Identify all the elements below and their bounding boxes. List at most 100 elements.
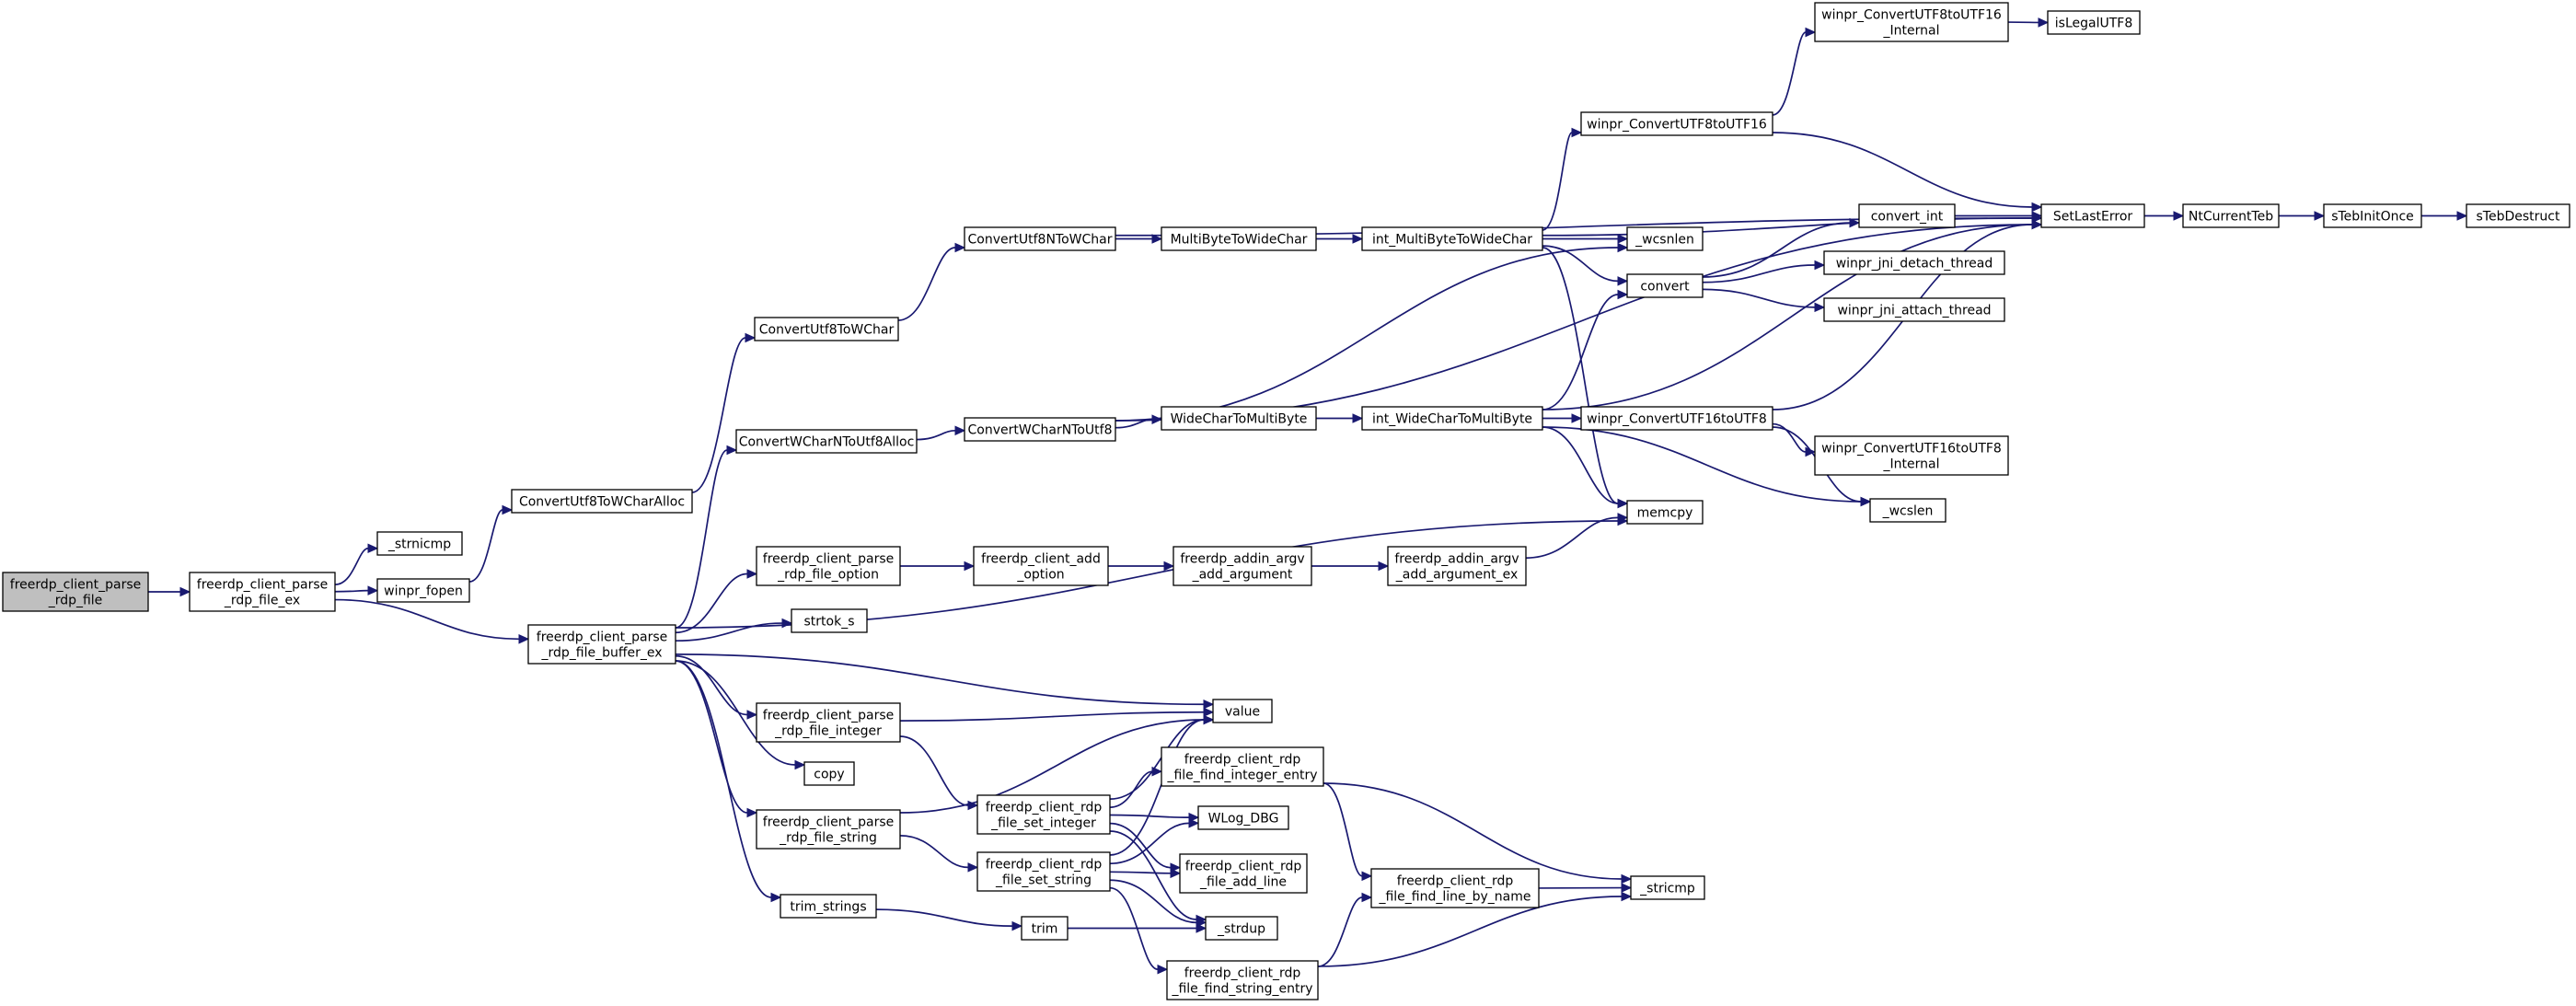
graph-node-add-line[interactable]: freerdp_client_rdp_file_add_line xyxy=(1179,853,1308,894)
node-label: freerdp_client_rdp xyxy=(986,801,1103,815)
graph-node-int-mb2wc[interactable]: int_MultiByteToWideChar xyxy=(1361,226,1543,251)
node-label: _file_set_integer xyxy=(990,816,1096,831)
node-label: winpr_ConvertUTF16toUTF8 xyxy=(1587,412,1767,427)
graph-node-file-option[interactable]: freerdp_client_parse_rdp_file_option xyxy=(756,546,901,586)
node-label: isLegalUTF8 xyxy=(2055,17,2132,31)
edge-line xyxy=(1109,719,1205,856)
node-label: freerdp_client_add xyxy=(981,552,1101,567)
graph-node-find-str-entry[interactable]: freerdp_client_rdp_file_find_string_entr… xyxy=(1166,960,1319,1000)
edge-wc2mb-to-int_wc2mb xyxy=(1315,413,1364,423)
graph-node-setlasterror[interactable]: SetLastError xyxy=(2040,203,2145,228)
graph-node-wc2mb[interactable]: WideCharToMultiByte xyxy=(1161,406,1317,431)
node-label: winpr_ConvertUTF8toUTF16 xyxy=(1587,118,1767,133)
node-box xyxy=(1823,297,2005,322)
graph-node-strnicmp[interactable]: _strnicmp xyxy=(376,531,463,556)
edge-line xyxy=(1542,245,1619,283)
graph-node-c168[interactable]: winpr_ConvertUTF16toUTF8 xyxy=(1580,406,1773,431)
graph-node-file-string[interactable]: freerdp_client_parse_rdp_file_string xyxy=(756,809,901,850)
graph-node-set-string[interactable]: freerdp_client_rdp_file_set_string xyxy=(976,851,1111,892)
node-box xyxy=(511,489,693,514)
graph-node-wlog-dbg[interactable]: WLog_DBG xyxy=(1197,805,1289,830)
graph-node-find-int-entry[interactable]: freerdp_client_rdp_file_find_integer_ent… xyxy=(1161,746,1324,787)
edge-line xyxy=(1323,782,1363,877)
graph-node-add-option[interactable]: freerdp_client_add_option xyxy=(973,546,1109,586)
edge-find_int_entry-to-find_line xyxy=(1323,782,1373,882)
node-label: trim xyxy=(1032,922,1058,937)
graph-node-u8towc[interactable]: ConvertUtf8ToWChar xyxy=(754,317,899,341)
edge-buffer_ex-to-strtok xyxy=(675,618,793,642)
edge-line xyxy=(899,835,969,869)
graph-node-buffer-ex[interactable]: freerdp_client_parse_rdp_file_buffer_ex xyxy=(527,624,676,665)
graph-node-value[interactable]: value xyxy=(1212,699,1273,723)
edge-setlasterror-to-ntcurrentteb xyxy=(2144,211,2185,221)
node-box xyxy=(780,894,877,919)
graph-node-find-line[interactable]: freerdp_client_rdp_file_find_line_by_nam… xyxy=(1370,868,1540,908)
edge-int_mb2wc-to-c816 xyxy=(1542,127,1583,231)
graph-node-addin-add[interactable]: freerdp_addin_argv_add_argument xyxy=(1172,546,1312,586)
node-label: _add_argument_ex xyxy=(1395,568,1518,583)
edge-line xyxy=(1525,516,1619,560)
edge-set_string-to-wlog_dbg xyxy=(1109,818,1200,865)
graph-node-islegal[interactable]: isLegalUTF8 xyxy=(2047,10,2141,35)
graph-node-trim-strings[interactable]: trim_strings xyxy=(780,894,877,919)
node-label: copy xyxy=(814,768,844,782)
edge-line xyxy=(1542,294,1619,410)
graph-node-ntcurrentteb[interactable]: NtCurrentTeb xyxy=(2182,203,2280,228)
graph-node-strdup[interactable]: _strdup xyxy=(1205,916,1278,941)
graph-node-fopen[interactable]: winpr_fopen xyxy=(376,578,470,603)
node-box xyxy=(1212,699,1273,723)
graph-node-stricmp[interactable]: _stricmp xyxy=(1630,875,1705,900)
node-box xyxy=(1179,853,1308,894)
graph-node-c168i[interactable]: winpr_ConvertUTF16toUTF8_Internal xyxy=(1814,435,2009,476)
graph-node-c816i[interactable]: winpr_ConvertUTF8toUTF16_Internal xyxy=(1814,2,2009,42)
edge-find_int_entry-to-stricmp xyxy=(1323,782,1633,885)
edge-set_integer-to-wlog_dbg xyxy=(1109,812,1200,823)
node-label: _file_set_string xyxy=(995,873,1092,888)
graph-node-steb-destruct[interactable]: sTebDestruct xyxy=(2466,203,2570,228)
node-label: value xyxy=(1225,705,1260,720)
node-box xyxy=(2040,203,2145,228)
graph-node-trim[interactable]: trim xyxy=(1021,916,1069,941)
graph-node-u8towcalloc[interactable]: ConvertUtf8ToWCharAlloc xyxy=(511,489,693,514)
graph-node-u8ntowc[interactable]: ConvertUtf8NToWChar xyxy=(964,226,1116,251)
edge-add_option-to-addin_add xyxy=(1107,561,1175,572)
graph-node-int-wc2mb[interactable]: int_WideCharToMultiByte xyxy=(1361,406,1543,431)
node-label: _strnicmp xyxy=(387,538,451,552)
graph-node-file-ex[interactable]: freerdp_client_parse_rdp_file_ex xyxy=(189,572,336,612)
graph-node-c816[interactable]: winpr_ConvertUTF8toUTF16 xyxy=(1580,111,1773,136)
graph-node-wcntou8[interactable]: ConvertWCharNToUtf8 xyxy=(964,417,1116,442)
graph-node-set-integer[interactable]: freerdp_client_rdp_file_set_integer xyxy=(976,794,1111,835)
graph-node-addin-add-ex[interactable]: freerdp_addin_argv_add_argument_ex xyxy=(1387,546,1527,586)
node-label: ConvertUtf8NToWChar xyxy=(968,233,1113,248)
edge-arrowhead xyxy=(746,569,758,579)
edge-c816-to-setlasterror xyxy=(1772,132,2043,213)
graph-node-wcslen[interactable]: _wcslen xyxy=(1869,498,1946,523)
edge-buffer_ex-to-trim_strings xyxy=(675,660,782,903)
edge-arrowhead xyxy=(1571,413,1583,423)
graph-node-steb-init[interactable]: sTebInitOnce xyxy=(2323,203,2422,228)
node-box xyxy=(376,531,463,556)
graph-node-memcpy[interactable]: memcpy xyxy=(1626,500,1704,525)
graph-node-convert[interactable]: convert xyxy=(1626,273,1704,298)
node-box xyxy=(376,578,470,603)
edge-line xyxy=(1542,426,1619,504)
graph-node-convert-int[interactable]: convert_int xyxy=(1858,203,1956,228)
graph-node-jni-attach[interactable]: winpr_jni_attach_thread xyxy=(1823,297,2005,322)
graph-node-jni-detach[interactable]: winpr_jni_detach_thread xyxy=(1823,250,2005,275)
edge-arrowhead xyxy=(1617,513,1629,523)
node-label: winpr_fopen xyxy=(384,584,463,599)
graph-node-copy[interactable]: copy xyxy=(803,761,855,786)
graph-node-wcntou8alloc[interactable]: ConvertWCharNToUtf8Alloc xyxy=(735,429,918,454)
edge-arrowhead xyxy=(1814,260,1826,271)
edge-arrowhead xyxy=(1196,918,1207,928)
node-label: MultiByteToWideChar xyxy=(1171,233,1308,248)
graph-node-file-integer[interactable]: freerdp_client_parse_rdp_file_integer xyxy=(756,702,901,743)
graph-node-mb2wc[interactable]: MultiByteToWideChar xyxy=(1161,226,1317,251)
edge-line xyxy=(675,653,1205,706)
edge-arrowhead xyxy=(1617,498,1629,509)
edge-arrowhead xyxy=(1352,234,1364,244)
graph-node-wcsnlen[interactable]: _wcsnlen xyxy=(1626,226,1704,251)
graph-node-strtok[interactable]: strtok_s xyxy=(791,608,868,633)
edge-file_integer-to-set_integer xyxy=(899,735,979,811)
